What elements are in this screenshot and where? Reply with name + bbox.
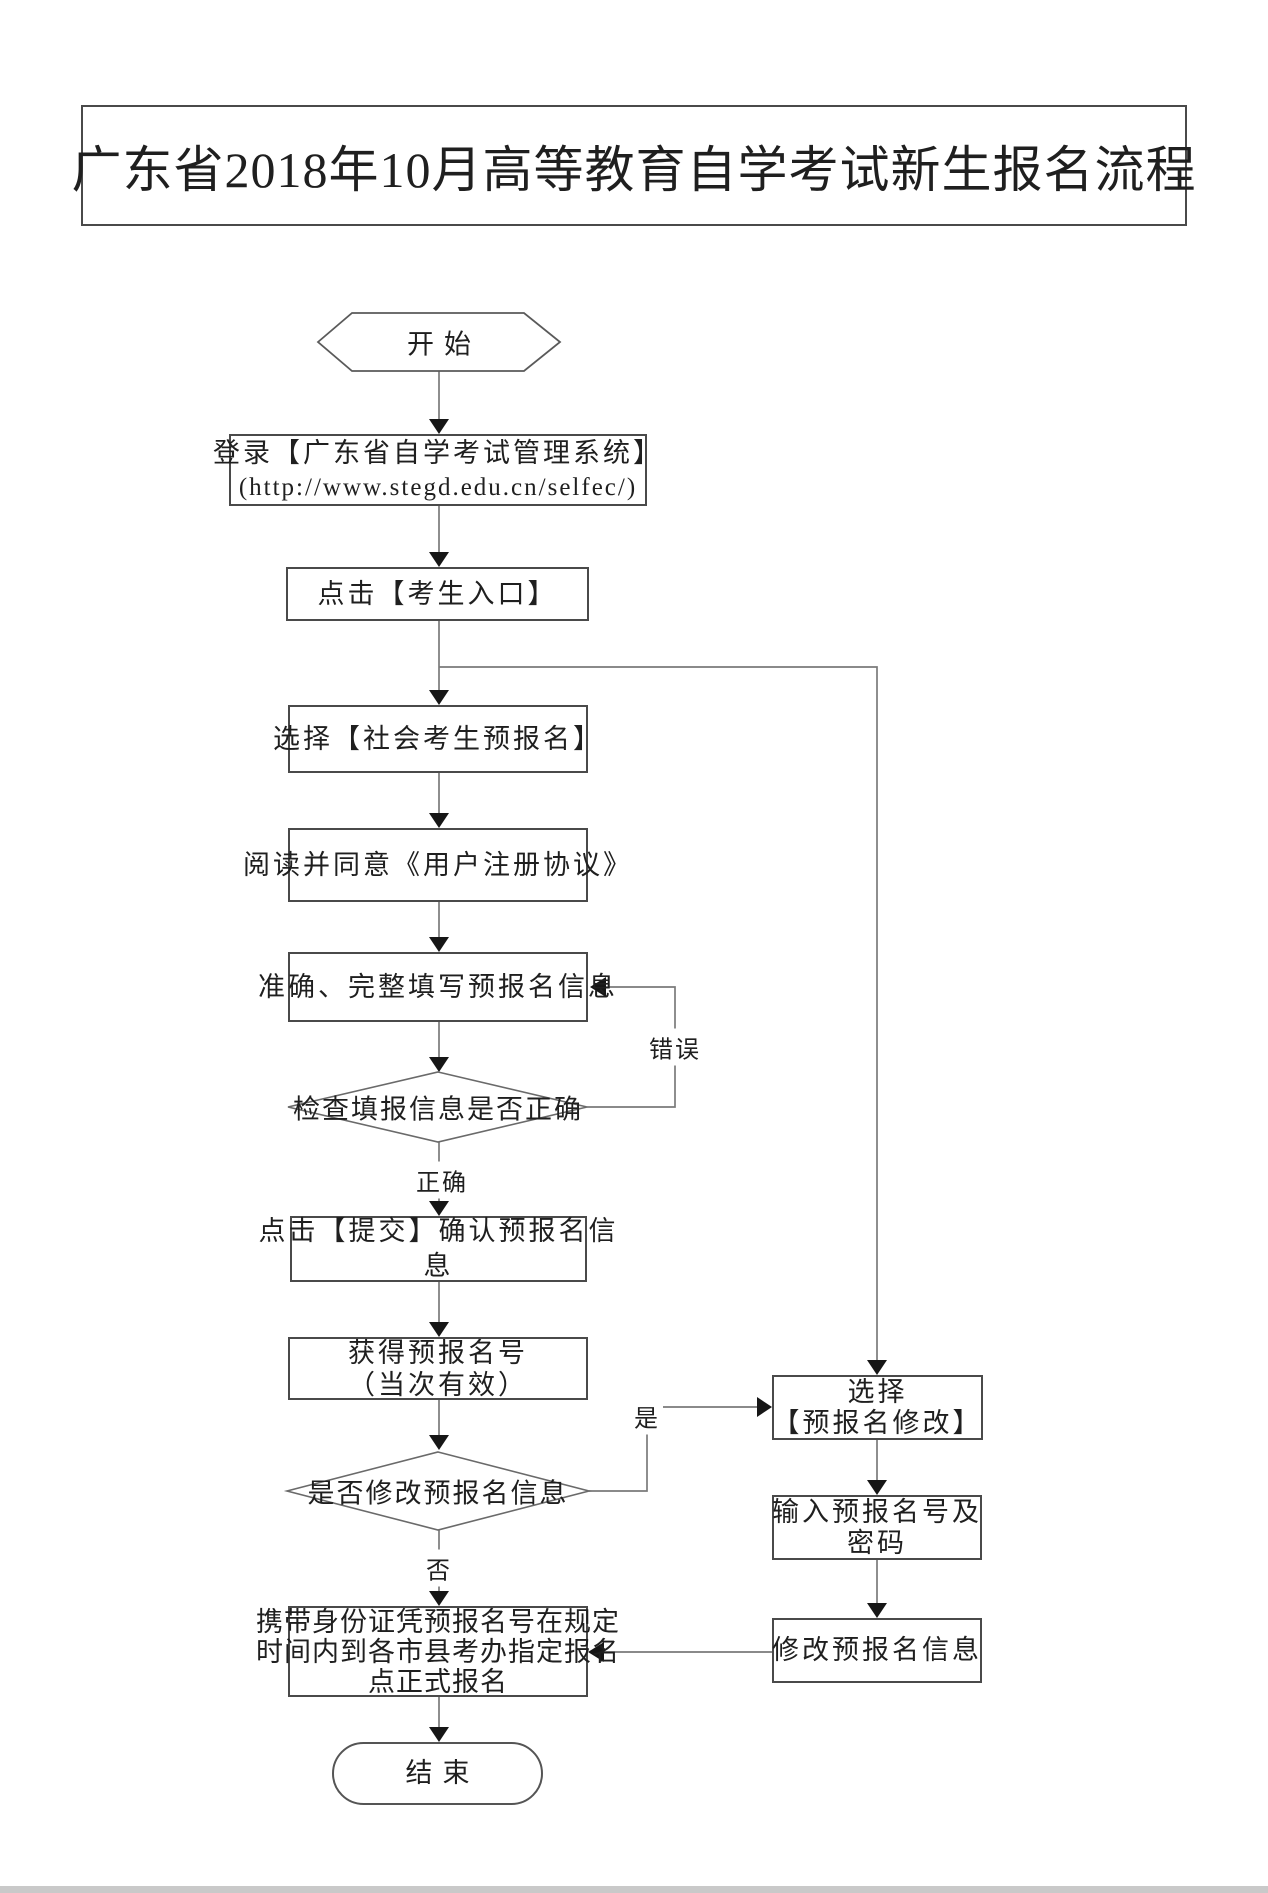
submit-confirm-line2: 息	[423, 1251, 454, 1281]
arrowhead-submit	[429, 1201, 449, 1216]
agreement-node: 阅读并同意《用户注册协议》	[243, 828, 630, 902]
start-terminator-shape	[316, 312, 562, 372]
input-number-line2: 密码	[847, 1527, 907, 1558]
arrowhead-login	[429, 419, 449, 434]
obtain-number-line2: （当次有效）	[348, 1369, 528, 1400]
candidate-entry-node: 点击【考生入口】	[286, 567, 589, 621]
arrowhead-yes	[757, 1397, 772, 1417]
obtain-number-line1: 获得预报名号	[348, 1337, 528, 1368]
check-info-diamond-label: 检查填报信息是否正确	[293, 1094, 583, 1125]
end-node-label: 结束	[405, 1758, 480, 1788]
modify-info-label: 修改预报名信息	[772, 1635, 982, 1665]
select-prereg-label: 选择【社会考生预报名】	[273, 723, 603, 754]
check-info-diamond-shape	[287, 1071, 588, 1143]
onsite-line2: 时间内到各市县考办指定报名	[256, 1636, 620, 1667]
modify-decision-diamond-label: 是否修改预报名信息	[307, 1478, 569, 1509]
page-title: 广东省2018年10月高等教育自学考试新生报名流程	[71, 141, 1197, 198]
arrowhead-check	[429, 1057, 449, 1072]
arrowhead-end	[429, 1727, 449, 1742]
arrowhead-error-loop	[590, 977, 606, 997]
submit-confirm-node: 点击【提交】确认预报名信 息	[259, 1216, 616, 1282]
arrowhead-input	[867, 1480, 887, 1495]
arrowhead-select	[429, 690, 449, 705]
candidate-entry-label: 点击【考生入口】	[317, 578, 558, 609]
select-modify-line2: 【预报名修改】	[772, 1407, 983, 1438]
end-terminator: 结束	[332, 1742, 543, 1805]
agreement-label: 阅读并同意《用户注册协议》	[243, 849, 633, 880]
modify-decision-diamond-shape	[283, 1451, 593, 1531]
edge-label-error: 错误	[646, 1028, 704, 1066]
onsite-line1: 携带身份证凭预报名号在规定	[256, 1606, 620, 1637]
flowchart-title-box: 广东省2018年10月高等教育自学考试新生报名流程	[72, 105, 1196, 226]
submit-confirm-line1: 点击【提交】确认预报名信	[258, 1216, 619, 1246]
arrowhead-modifyselect-top	[867, 1360, 887, 1375]
arrowhead-obtain	[429, 1322, 449, 1337]
select-modify-node: 选择 【预报名修改】	[772, 1375, 983, 1440]
bottom-edge-bar	[0, 1886, 1268, 1893]
edge-entry-modifyselect	[439, 666, 878, 1361]
input-number-line1: 输入预报名号及	[772, 1496, 982, 1527]
obtain-number-node: 获得预报名号 （当次有效）	[288, 1337, 588, 1400]
arrowhead-onsite-left	[588, 1642, 604, 1662]
arrowhead-modifyinfo	[867, 1603, 887, 1618]
arrowhead-agreement	[429, 813, 449, 828]
edge-label-correct: 正确	[413, 1161, 471, 1199]
arrowhead-fill	[429, 937, 449, 952]
login-node-url: (http://www.stegd.edu.cn/selfec/)	[238, 474, 638, 501]
onsite-line3: 点正式报名	[368, 1666, 508, 1697]
login-node-line1: 登录【广东省自学考试管理系统】	[213, 438, 663, 468]
select-modify-line1: 选择	[847, 1376, 908, 1407]
select-prereg-node: 选择【社会考生预报名】	[273, 705, 600, 773]
arrowhead-entry	[429, 552, 449, 567]
onsite-registration-node: 携带身份证凭预报名号在规定 时间内到各市县考办指定报名 点正式报名	[256, 1606, 619, 1697]
arrowhead-decision	[429, 1435, 449, 1450]
login-system-node: 登录【广东省自学考试管理系统】 (http://www.stegd.edu.cn…	[213, 434, 660, 506]
start-node-label: 开始	[407, 329, 481, 360]
edge-label-no: 否	[423, 1549, 455, 1587]
fill-info-node: 准确、完整填写预报名信息	[258, 952, 615, 1022]
edge-label-yes: 是	[631, 1397, 663, 1435]
input-number-node: 输入预报名号及 密码	[772, 1495, 982, 1560]
modify-info-node: 修改预报名信息	[772, 1618, 982, 1683]
fill-info-label: 准确、完整填写预报名信息	[258, 971, 618, 1002]
arrowhead-onsite	[429, 1591, 449, 1606]
edge-yes-modifyselect	[589, 1406, 758, 1492]
